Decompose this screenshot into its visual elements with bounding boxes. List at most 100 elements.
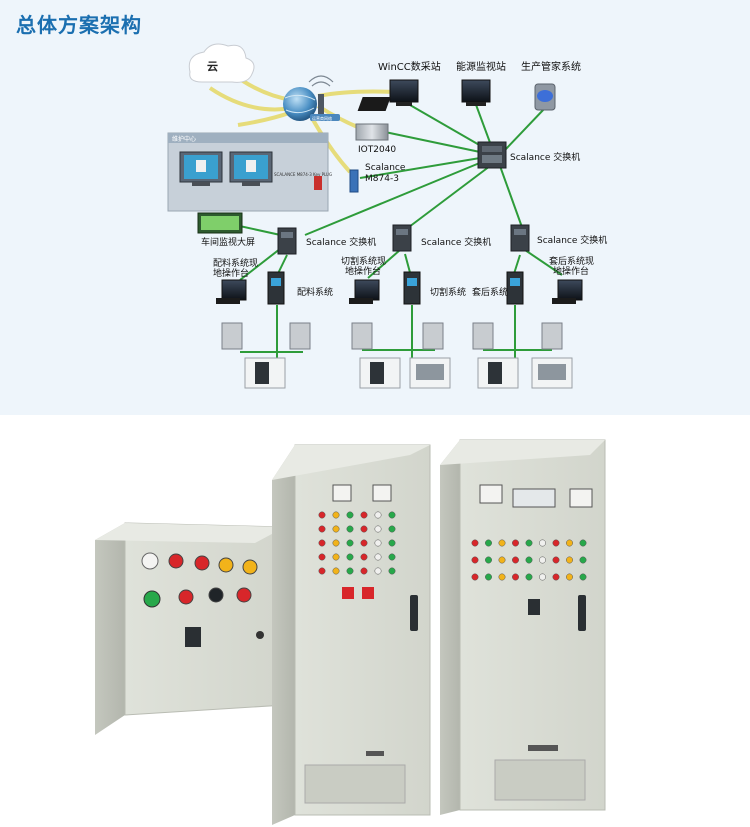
pc-icon — [349, 279, 380, 304]
indicator-lamp-icon — [318, 553, 326, 561]
indicator-lamp-icon — [388, 525, 396, 533]
indicator-grid — [318, 511, 396, 575]
hmi-panel-icon — [351, 322, 373, 350]
maintenance-center: 维护中心 SCALANCE M874-3 Key PLUG — [167, 132, 332, 212]
indicator-lamp-icon — [318, 567, 326, 575]
indicator-lamp-icon — [318, 525, 326, 533]
cabinets-illustration — [95, 439, 606, 825]
indicator-lamp-icon — [360, 539, 368, 547]
indicator-lamp-icon — [552, 556, 560, 564]
indicator-lamp-icon — [566, 539, 573, 547]
hmi-panel-icon — [289, 322, 311, 350]
indicator-lamp-icon — [388, 539, 396, 547]
pc-icon — [229, 151, 273, 186]
indicator-lamp-icon — [374, 553, 382, 561]
indicator-lamp-icon — [332, 511, 340, 519]
energy-label: 能源监视站 — [456, 60, 506, 73]
meter-icon — [569, 488, 593, 508]
indicator-lamp-icon — [512, 573, 519, 581]
branch-switch-label: Scalance 交换机 — [306, 236, 376, 248]
indicator-lamp-icon — [346, 525, 354, 533]
pc-icon — [179, 151, 223, 186]
indicator-lamp-icon — [360, 567, 368, 575]
indicator-lamp-icon — [346, 539, 354, 547]
iot-label: IOT2040 — [358, 145, 396, 155]
scalance-m-label-2: M874-3 — [365, 174, 399, 184]
scalance-m-label-1: Scalance — [365, 163, 406, 173]
digital-meter-icon — [512, 488, 556, 508]
button-icon — [342, 587, 354, 599]
cabinet-photo-area — [0, 415, 750, 827]
architecture-diagram-area: 总体方案架构 云 — [0, 0, 750, 415]
indicator-lamp-icon — [388, 553, 396, 561]
indicator-row — [141, 552, 258, 608]
meter-icon — [332, 484, 352, 502]
indicator-lamp-icon — [579, 539, 587, 547]
vent-icon — [494, 759, 586, 801]
page-title: 总体方案架构 — [16, 13, 142, 37]
iot2040-device: IOT2040 — [355, 123, 396, 155]
vent-icon — [304, 764, 406, 804]
switch-icon — [510, 224, 530, 252]
indicator-lamp-icon — [525, 556, 533, 564]
indicator-lamp-icon — [552, 539, 560, 547]
branch-switch-label: Scalance 交换机 — [537, 234, 607, 246]
floor-cabinet-right — [440, 439, 606, 815]
meter-icon — [479, 484, 503, 504]
indicator-lamp-icon — [332, 553, 340, 561]
indicator-lamp-icon — [552, 573, 560, 581]
console-label-1: 切割系统现 — [341, 255, 386, 267]
pc-icon — [216, 279, 247, 304]
indicator-lamp-icon — [525, 573, 533, 581]
plc-icon — [403, 271, 421, 305]
plc-icon — [267, 271, 285, 305]
network-diagram: 云 运营商网络 维护中心 — [167, 43, 607, 389]
io-module-icon — [416, 364, 444, 380]
indicator-lamp-icon — [579, 573, 587, 581]
nameplate-icon — [528, 745, 558, 751]
indicator-lamp-icon — [346, 567, 354, 575]
antenna-icon: 运营商网络 — [308, 75, 340, 121]
indicator-lamp-icon — [360, 511, 368, 519]
indicator-lamp-icon — [498, 556, 506, 564]
wincc-label: WinCC数采站 — [378, 60, 441, 73]
indicator-lamp-icon — [318, 539, 326, 547]
indicator-lamp-icon — [498, 539, 506, 547]
indicator-lamp-icon — [388, 511, 396, 519]
indicator-lamp-icon — [360, 553, 368, 561]
indicator-lamp-icon — [539, 573, 546, 581]
selector-switch-icon — [185, 627, 201, 647]
indicator-lamp-icon — [512, 539, 519, 547]
indicator-lamp-icon — [566, 556, 573, 564]
indicator-lamp-icon — [525, 539, 533, 547]
indicator-lamp-icon — [360, 525, 368, 533]
branch-sleeving: Scalance 交换机 套后系统现 地操作台 套后系统 — [472, 224, 607, 389]
indicator-lamp-icon — [318, 511, 326, 519]
console-label-2: 地操作台 — [213, 267, 249, 279]
hmi-panel-icon — [472, 322, 494, 350]
branch-cutting: Scalance 交换机 切割系统现 地操作台 切割系统 — [341, 224, 491, 389]
wincc-station: WinCC数采站 — [357, 60, 441, 111]
drive-icon — [488, 362, 502, 384]
meter-icon — [372, 484, 392, 502]
system-label: 配料系统 — [297, 286, 333, 298]
hmi-panel-icon — [221, 322, 243, 350]
wall-cabinet — [95, 522, 286, 735]
hmi-panel-icon — [422, 322, 444, 350]
indicator-lamp-icon — [374, 567, 382, 575]
workshop-big-screen: 车间监视大屏 — [197, 212, 255, 248]
indicator-lamp-icon — [388, 567, 396, 575]
hmi-panel-icon — [541, 322, 563, 350]
scalance-m874-device: Scalance M874-3 — [349, 163, 406, 193]
drive-icon — [370, 362, 384, 384]
system-label: 切割系统 — [430, 286, 466, 298]
indicator-lamp-icon — [485, 539, 492, 547]
lock-icon — [256, 631, 264, 639]
indicator-lamp-icon — [374, 539, 382, 547]
main-switch-label: Scalance 交换机 — [510, 151, 580, 163]
energy-station: 能源监视站 — [456, 60, 506, 106]
indicator-grid — [471, 539, 587, 581]
indicator-lamp-icon — [471, 539, 479, 547]
indicator-lamp-icon — [332, 539, 340, 547]
button-icon — [362, 587, 374, 599]
